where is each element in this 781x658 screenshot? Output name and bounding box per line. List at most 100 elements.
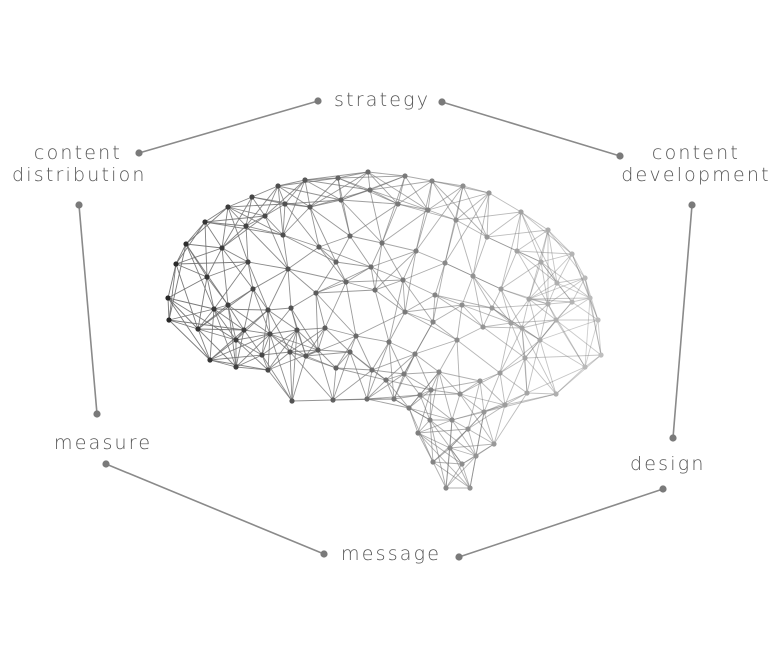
- brain-node: [484, 234, 490, 240]
- brain-edge: [355, 311, 406, 337]
- brain-edge: [290, 307, 319, 351]
- brain-edge: [427, 209, 457, 221]
- brain-edge: [584, 277, 602, 356]
- brain-node: [364, 396, 370, 402]
- brain-node: [524, 390, 530, 396]
- brain-node: [275, 183, 281, 189]
- brain-edge: [472, 275, 484, 328]
- brain-edge: [221, 215, 266, 249]
- brain-edge: [429, 419, 447, 489]
- brain-edge: [221, 225, 247, 249]
- brain-edge: [367, 171, 371, 191]
- brain-node: [282, 201, 288, 207]
- brain-edge: [571, 253, 586, 279]
- brain-edge: [404, 294, 436, 313]
- brain-edge: [315, 261, 337, 294]
- brain-node: [430, 459, 436, 465]
- brain-edge: [185, 221, 206, 245]
- brain-edge: [289, 351, 334, 401]
- brain-edge: [402, 279, 406, 313]
- brain-node: [486, 190, 492, 196]
- brain-node: [427, 417, 433, 423]
- brain-edge: [335, 261, 372, 268]
- brain-edge: [247, 261, 254, 290]
- brain-edge: [547, 229, 573, 255]
- brain-edge: [434, 262, 446, 296]
- brain-edge: [282, 234, 337, 263]
- brain-edge: [197, 328, 245, 331]
- brain-edge: [419, 394, 431, 421]
- brain-node: [347, 233, 353, 239]
- brain-edge: [366, 379, 387, 400]
- brain-node: [347, 349, 353, 355]
- brain-edge: [381, 209, 429, 244]
- brain-node: [428, 387, 434, 393]
- brain-node: [526, 296, 532, 302]
- brain-node: [417, 392, 423, 398]
- label-content-distribution: content distribution: [12, 142, 144, 186]
- brain-edge: [374, 289, 406, 313]
- brain-edge: [417, 432, 463, 465]
- brain-edge: [175, 263, 199, 330]
- brain-edge: [432, 262, 446, 323]
- brain-node: [365, 169, 371, 175]
- brain-edge: [500, 288, 549, 305]
- brain-edge: [167, 297, 211, 361]
- label-measure: measure: [54, 432, 152, 454]
- brain-edge: [555, 297, 591, 321]
- brain-node: [372, 287, 378, 293]
- brain-edge: [479, 380, 485, 413]
- brain-node: [383, 377, 389, 383]
- brain-node: [481, 409, 487, 415]
- brain-edge: [245, 225, 289, 270]
- brain-edge: [315, 292, 357, 337]
- brain-node: [287, 349, 293, 355]
- brain-node: [537, 337, 543, 343]
- brain-edge: [438, 371, 461, 395]
- brain-edge: [267, 309, 271, 335]
- brain-edge: [366, 398, 410, 409]
- brain-node: [204, 274, 210, 280]
- brain-edge: [204, 221, 284, 236]
- brain-edge: [520, 211, 573, 255]
- brain-edge: [247, 261, 269, 311]
- brain-edge: [472, 275, 512, 324]
- brain-edge: [335, 367, 373, 371]
- brain-node: [519, 325, 525, 331]
- brain-edge: [369, 189, 429, 211]
- brain-edge: [528, 297, 591, 300]
- brain-edge: [345, 281, 376, 291]
- brain-edge: [429, 419, 463, 465]
- brain-node: [401, 371, 407, 377]
- brain-node: [502, 402, 508, 408]
- brain-edge: [213, 308, 245, 331]
- brain-node: [518, 209, 524, 215]
- brain-edge: [282, 203, 286, 236]
- brain-edge: [547, 301, 573, 305]
- brain-edge: [524, 357, 528, 394]
- brain-edge: [456, 339, 501, 374]
- brain-edge: [245, 225, 249, 263]
- brain-edge: [528, 298, 573, 303]
- brain-edge: [500, 250, 518, 290]
- brain-edge: [221, 206, 229, 249]
- brain-edge: [381, 242, 417, 252]
- brain-edge: [309, 206, 320, 248]
- brain-node: [313, 290, 319, 296]
- brain-edge: [315, 292, 319, 351]
- brain-edge: [528, 298, 557, 321]
- brain-edge: [500, 261, 542, 290]
- brain-edge: [402, 279, 434, 323]
- brain-edge: [451, 419, 469, 430]
- cycle-connectors: [78, 100, 693, 558]
- brain-node: [302, 177, 308, 183]
- brain-edge: [438, 371, 453, 421]
- brain-edge: [335, 367, 387, 381]
- endpoint-dot: [688, 201, 696, 209]
- brain-node: [233, 337, 239, 343]
- brain-edge: [445, 455, 477, 489]
- brain-edge: [277, 185, 286, 205]
- brain-edge: [493, 404, 506, 445]
- brain-node: [330, 397, 336, 403]
- brain-edge: [493, 392, 528, 445]
